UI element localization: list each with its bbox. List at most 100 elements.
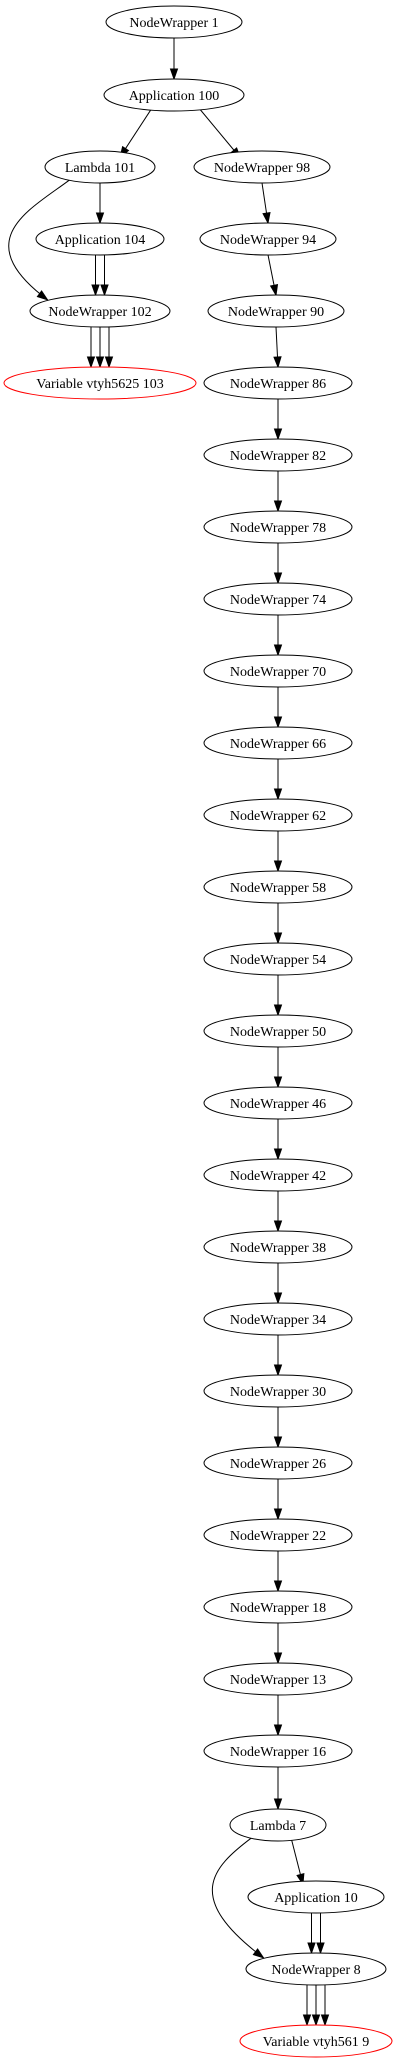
node-ellipse <box>203 942 353 976</box>
node-n70[interactable]: NodeWrapper 70 <box>203 654 353 688</box>
node-n101[interactable]: Lambda 101 <box>44 150 156 184</box>
node-ellipse <box>203 1590 353 1624</box>
node-ellipse <box>199 222 337 256</box>
node-n90[interactable]: NodeWrapper 90 <box>207 294 345 328</box>
node-ellipse <box>203 1374 353 1408</box>
edge-line <box>212 1837 264 1959</box>
node-ellipse <box>203 1662 353 1696</box>
node-label: NodeWrapper 38 <box>230 1241 326 1256</box>
node-n42[interactable]: NodeWrapper 42 <box>203 1158 353 1192</box>
node-n10[interactable]: Application 10 <box>247 1880 385 1914</box>
node-n74[interactable]: NodeWrapper 74 <box>203 582 353 616</box>
node-label: NodeWrapper 42 <box>230 1169 326 1184</box>
edge-n102-to-n103 <box>95 327 105 369</box>
node-n86[interactable]: NodeWrapper 86 <box>203 366 353 400</box>
arrow-head-icon <box>311 2014 321 2027</box>
node-n13[interactable]: NodeWrapper 13 <box>203 1662 353 1696</box>
edge-n102-to-n103 <box>104 327 114 369</box>
arrow-head-icon <box>273 1508 283 1521</box>
node-n7[interactable]: Lambda 7 <box>229 1808 327 1842</box>
arrow-head-icon <box>273 860 283 873</box>
arrow-head-icon <box>316 1942 325 1955</box>
arrow-head-icon <box>273 1580 283 1593</box>
arrow-head-icon <box>91 284 100 297</box>
edge-line <box>8 179 71 301</box>
node-n34[interactable]: NodeWrapper 34 <box>203 1302 353 1336</box>
node-ellipse <box>35 222 165 256</box>
node-ellipse <box>203 798 353 832</box>
node-n102[interactable]: NodeWrapper 102 <box>29 294 171 328</box>
edge-n86-to-n82 <box>273 399 283 441</box>
node-label: NodeWrapper 50 <box>230 1025 326 1040</box>
edge-n70-to-n66 <box>273 687 283 729</box>
node-n103[interactable]: Variable vtyh5625 103 <box>3 366 197 400</box>
arrow-head-icon <box>307 1942 316 1955</box>
arrow-head-icon <box>273 1292 283 1305</box>
node-n58[interactable]: NodeWrapper 58 <box>203 870 353 904</box>
node-n26[interactable]: NodeWrapper 26 <box>203 1446 353 1480</box>
node-n18[interactable]: NodeWrapper 18 <box>203 1590 353 1624</box>
arrow-head-icon <box>302 2014 312 2027</box>
variable-node-ellipse <box>239 2024 393 2058</box>
arrow-head-icon <box>273 356 282 369</box>
node-label: Application 104 <box>55 233 146 248</box>
edge-n8-to-n9 <box>320 1985 330 2027</box>
node-n78[interactable]: NodeWrapper 78 <box>203 510 353 544</box>
arrow-head-icon <box>273 1148 283 1161</box>
node-ellipse <box>203 1446 353 1480</box>
edge-n38-to-n34 <box>273 1263 283 1305</box>
node-n100[interactable]: Application 100 <box>103 78 245 112</box>
node-label: NodeWrapper 46 <box>230 1097 326 1112</box>
node-label: Variable vtyh561 9 <box>263 2035 370 2050</box>
node-n94[interactable]: NodeWrapper 94 <box>199 222 337 256</box>
node-ellipse <box>207 294 345 328</box>
node-n38[interactable]: NodeWrapper 38 <box>203 1230 353 1264</box>
node-n9[interactable]: Variable vtyh561 9 <box>239 2024 393 2058</box>
node-n8[interactable]: NodeWrapper 8 <box>245 1952 387 1986</box>
node-label: NodeWrapper 66 <box>230 737 326 752</box>
node-ellipse <box>247 1880 385 1914</box>
edge-n101-to-n102 <box>8 179 71 301</box>
arrow-head-icon <box>273 428 283 441</box>
edge-n8-to-n9 <box>311 1985 321 2027</box>
node-n66[interactable]: NodeWrapper 66 <box>203 726 353 760</box>
node-ellipse <box>203 1518 353 1552</box>
edge-n98-to-n94 <box>261 182 271 225</box>
node-n30[interactable]: NodeWrapper 30 <box>203 1374 353 1408</box>
node-ellipse <box>203 582 353 616</box>
node-n54[interactable]: NodeWrapper 54 <box>203 942 353 976</box>
node-ellipse <box>245 1952 387 1986</box>
edge-n8-to-n9 <box>302 1985 312 2027</box>
arrow-head-icon <box>273 572 283 585</box>
edge-line <box>195 103 241 159</box>
edge-n104-to-n102 <box>91 255 100 297</box>
edge-n100-to-n101 <box>119 104 155 159</box>
node-n104[interactable]: Application 104 <box>35 222 165 256</box>
node-label: NodeWrapper 70 <box>230 665 326 680</box>
edge-n62-to-n58 <box>273 831 283 873</box>
node-n98[interactable]: NodeWrapper 98 <box>193 150 331 184</box>
arrow-head-icon <box>95 356 105 369</box>
arrow-head-icon <box>273 1004 283 1017</box>
node-n82[interactable]: NodeWrapper 82 <box>203 438 353 472</box>
node-ellipse <box>193 150 331 184</box>
node-n1[interactable]: NodeWrapper 1 <box>105 5 243 39</box>
node-n50[interactable]: NodeWrapper 50 <box>203 1014 353 1048</box>
node-n22[interactable]: NodeWrapper 22 <box>203 1518 353 1552</box>
node-n46[interactable]: NodeWrapper 46 <box>203 1086 353 1120</box>
node-label: NodeWrapper 30 <box>230 1385 326 1400</box>
node-n62[interactable]: NodeWrapper 62 <box>203 798 353 832</box>
node-label: NodeWrapper 22 <box>230 1529 326 1544</box>
node-ellipse <box>203 1014 353 1048</box>
node-ellipse <box>105 5 243 39</box>
node-ellipse <box>203 366 353 400</box>
arrow-head-icon <box>273 1798 283 1811</box>
node-label: Lambda 7 <box>250 1819 306 1834</box>
edge-n10-to-n8 <box>307 1913 316 1955</box>
node-n16[interactable]: NodeWrapper 16 <box>203 1734 353 1768</box>
arrow-head-icon <box>252 1948 265 1959</box>
arrow-head-icon <box>273 932 283 945</box>
arrow-head-icon <box>273 1724 283 1737</box>
